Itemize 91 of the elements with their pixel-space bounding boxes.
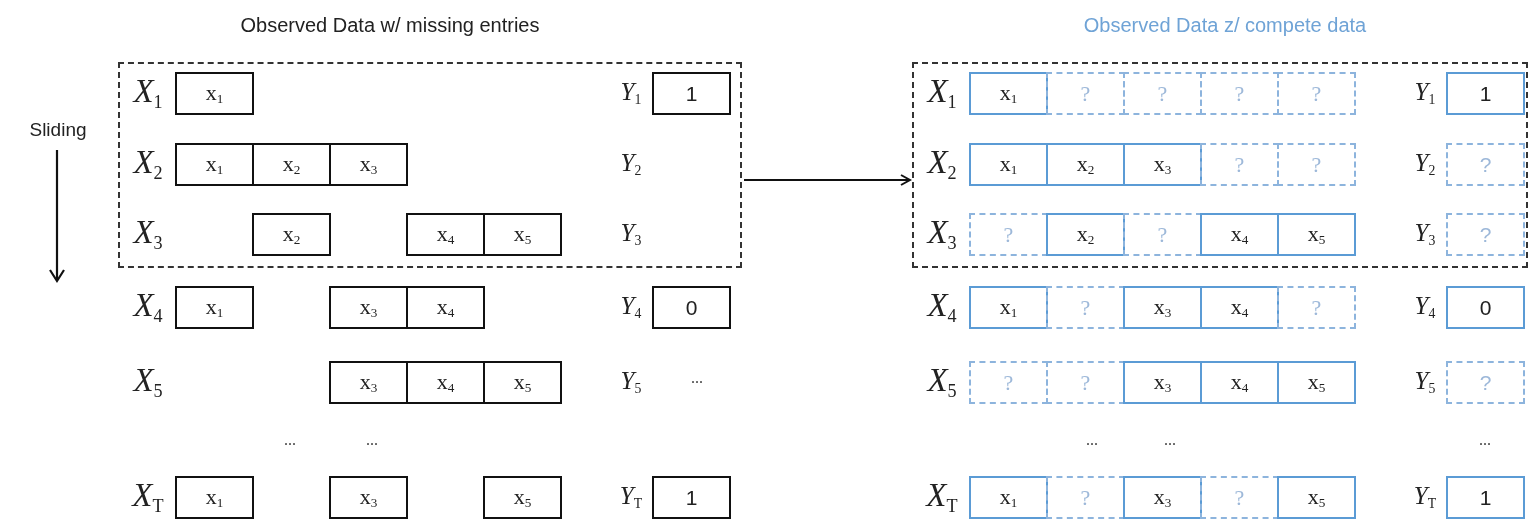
target-label: Y$_{T}$ (1413, 481, 1437, 513)
ellipsis: ... (691, 369, 703, 387)
row-label: X$_{2}$ (927, 143, 957, 185)
target-label: Y$_{1}$ (1414, 77, 1436, 109)
value-box: x$_{3}$ (1123, 143, 1202, 186)
target-label: Y$_{T}$ (619, 481, 643, 513)
label-box: 1 (1446, 476, 1525, 519)
value-box: x$_{1}$ (175, 72, 254, 115)
value-box: x$_{3}$ (329, 286, 408, 329)
label-box: 1 (1446, 72, 1525, 115)
target-label: Y$_{3}$ (620, 218, 642, 250)
value-box: x$_{5}$ (1277, 476, 1356, 519)
row-label: X$_{5}$ (927, 361, 957, 403)
direction-label: Sliding (29, 119, 87, 141)
row-label: X$_{5}$ (133, 361, 163, 403)
target-label: Y$_{5}$ (1414, 366, 1436, 398)
row-label: X$_{3}$ (927, 213, 957, 255)
value-box: x$_{4}$ (1200, 361, 1279, 404)
panel-heading: Observed Data z/ compete data (1083, 13, 1367, 37)
label-box: 1 (652, 476, 731, 519)
missing-value-box: ? (1200, 72, 1279, 115)
value-box: x$_{5}$ (1277, 213, 1356, 256)
value-box: x$_{1}$ (969, 143, 1048, 186)
value-box: x$_{4}$ (406, 213, 485, 256)
missing-value-box: ? (1446, 213, 1525, 256)
missing-value-box: ? (1277, 72, 1356, 115)
value-box: x$_{3}$ (1123, 286, 1202, 329)
value-box: x$_{4}$ (1200, 286, 1279, 329)
row-label: X$_{T}$ (132, 476, 164, 518)
value-box: x$_{1}$ (969, 286, 1048, 329)
missing-value-box: ? (969, 361, 1048, 404)
missing-value-box: ? (1200, 476, 1279, 519)
row-label: X$_{4}$ (927, 286, 957, 328)
window-frame (118, 62, 742, 268)
window-frame (912, 62, 1528, 268)
label-box: 0 (1446, 286, 1525, 329)
row-label: X$_{1}$ (927, 72, 957, 114)
missing-value-box: ? (1046, 476, 1125, 519)
value-box: x$_{5}$ (483, 213, 562, 256)
panel-heading: Observed Data w/ missing entries (240, 13, 540, 37)
target-label: Y$_{1}$ (620, 77, 642, 109)
row-label: X$_{4}$ (133, 286, 163, 328)
row-label: X$_{T}$ (926, 476, 958, 518)
target-label: Y$_{3}$ (1414, 218, 1436, 250)
value-box: x$_{5}$ (1277, 361, 1356, 404)
label-box: 1 (652, 72, 731, 115)
value-box: x$_{1}$ (969, 72, 1048, 115)
value-box: x$_{3}$ (329, 143, 408, 186)
value-box: x$_{1}$ (175, 143, 254, 186)
ellipsis: ... (284, 431, 296, 449)
value-box: x$_{3}$ (329, 476, 408, 519)
missing-value-box: ? (1446, 143, 1525, 186)
value-box: x$_{1}$ (175, 286, 254, 329)
target-label: Y$_{2}$ (620, 148, 642, 180)
value-box: x$_{4}$ (406, 361, 485, 404)
value-box: x$_{1}$ (969, 476, 1048, 519)
ellipsis: ... (1479, 431, 1491, 449)
missing-value-box: ? (1446, 361, 1525, 404)
missing-value-box: ? (1277, 143, 1356, 186)
target-label: Y$_{4}$ (620, 291, 642, 323)
value-box: x$_{3}$ (329, 361, 408, 404)
value-box: x$_{3}$ (1123, 476, 1202, 519)
target-label: Y$_{4}$ (1414, 291, 1436, 323)
ellipsis: ... (366, 431, 378, 449)
missing-value-box: ? (1200, 143, 1279, 186)
missing-value-box: ? (1123, 72, 1202, 115)
value-box: x$_{2}$ (1046, 213, 1125, 256)
missing-value-box: ? (1277, 286, 1356, 329)
value-box: x$_{4}$ (406, 286, 485, 329)
missing-value-box: ? (1046, 361, 1125, 404)
value-box: x$_{2}$ (252, 143, 331, 186)
value-box: x$_{5}$ (483, 361, 562, 404)
row-label: X$_{1}$ (133, 72, 163, 114)
row-label: X$_{3}$ (133, 213, 163, 255)
row-label: X$_{2}$ (133, 143, 163, 185)
missing-value-box: ? (1123, 213, 1202, 256)
value-box: x$_{1}$ (175, 476, 254, 519)
missing-value-box: ? (1046, 286, 1125, 329)
value-box: x$_{3}$ (1123, 361, 1202, 404)
label-box: 0 (652, 286, 731, 329)
target-label: Y$_{2}$ (1414, 148, 1436, 180)
ellipsis: ... (1164, 431, 1176, 449)
value-box: x$_{5}$ (483, 476, 562, 519)
ellipsis: ... (1086, 431, 1098, 449)
missing-value-box: ? (1046, 72, 1125, 115)
value-box: x$_{4}$ (1200, 213, 1279, 256)
target-label: Y$_{5}$ (620, 366, 642, 398)
missing-value-box: ? (969, 213, 1048, 256)
arrow (744, 174, 911, 186)
value-box: x$_{2}$ (252, 213, 331, 256)
value-box: x$_{2}$ (1046, 143, 1125, 186)
